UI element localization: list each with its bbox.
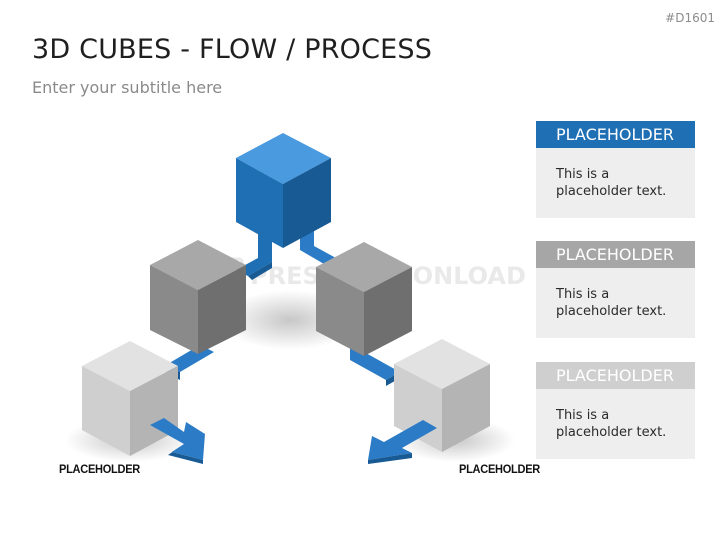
bottom-left-label: PLACEHOLDER	[59, 462, 141, 476]
card-3-header: PLACEHOLDER	[536, 362, 695, 389]
card-3-body: This is a placeholder text.	[536, 389, 695, 459]
card-2-body: This is a placeholder text.	[536, 268, 695, 338]
placeholder-card-2: PLACEHOLDER This is a placeholder text.	[536, 241, 695, 338]
card-1-body: This is a placeholder text.	[536, 148, 695, 218]
slide-id: #D1601	[665, 11, 715, 25]
card-2-text: This is a placeholder text.	[556, 287, 667, 319]
cube-middle-left	[150, 240, 246, 354]
connector-top-left	[236, 232, 272, 280]
cube-top-blue	[236, 133, 331, 248]
card-3-text: This is a placeholder text.	[556, 408, 667, 440]
placeholder-card-3: PLACEHOLDER This is a placeholder text.	[536, 362, 695, 459]
arrow-bottom-left	[150, 418, 205, 464]
bottom-right-label: PLACEHOLDER	[459, 462, 541, 476]
arrow-bottom-right	[368, 420, 437, 464]
cube-bottom-left	[82, 341, 178, 456]
connector-top-right	[300, 226, 336, 264]
placeholder-card-1: PLACEHOLDER This is a placeholder text.	[536, 121, 695, 218]
page-subtitle: Enter your subtitle here	[32, 78, 223, 97]
page-title: 3D CUBES - FLOW / PROCESS	[32, 34, 433, 65]
cube-middle-right	[316, 242, 412, 356]
card-2-header: PLACEHOLDER	[536, 241, 695, 268]
card-1-text: This is a placeholder text.	[556, 167, 667, 199]
card-1-header: PLACEHOLDER	[536, 121, 695, 148]
